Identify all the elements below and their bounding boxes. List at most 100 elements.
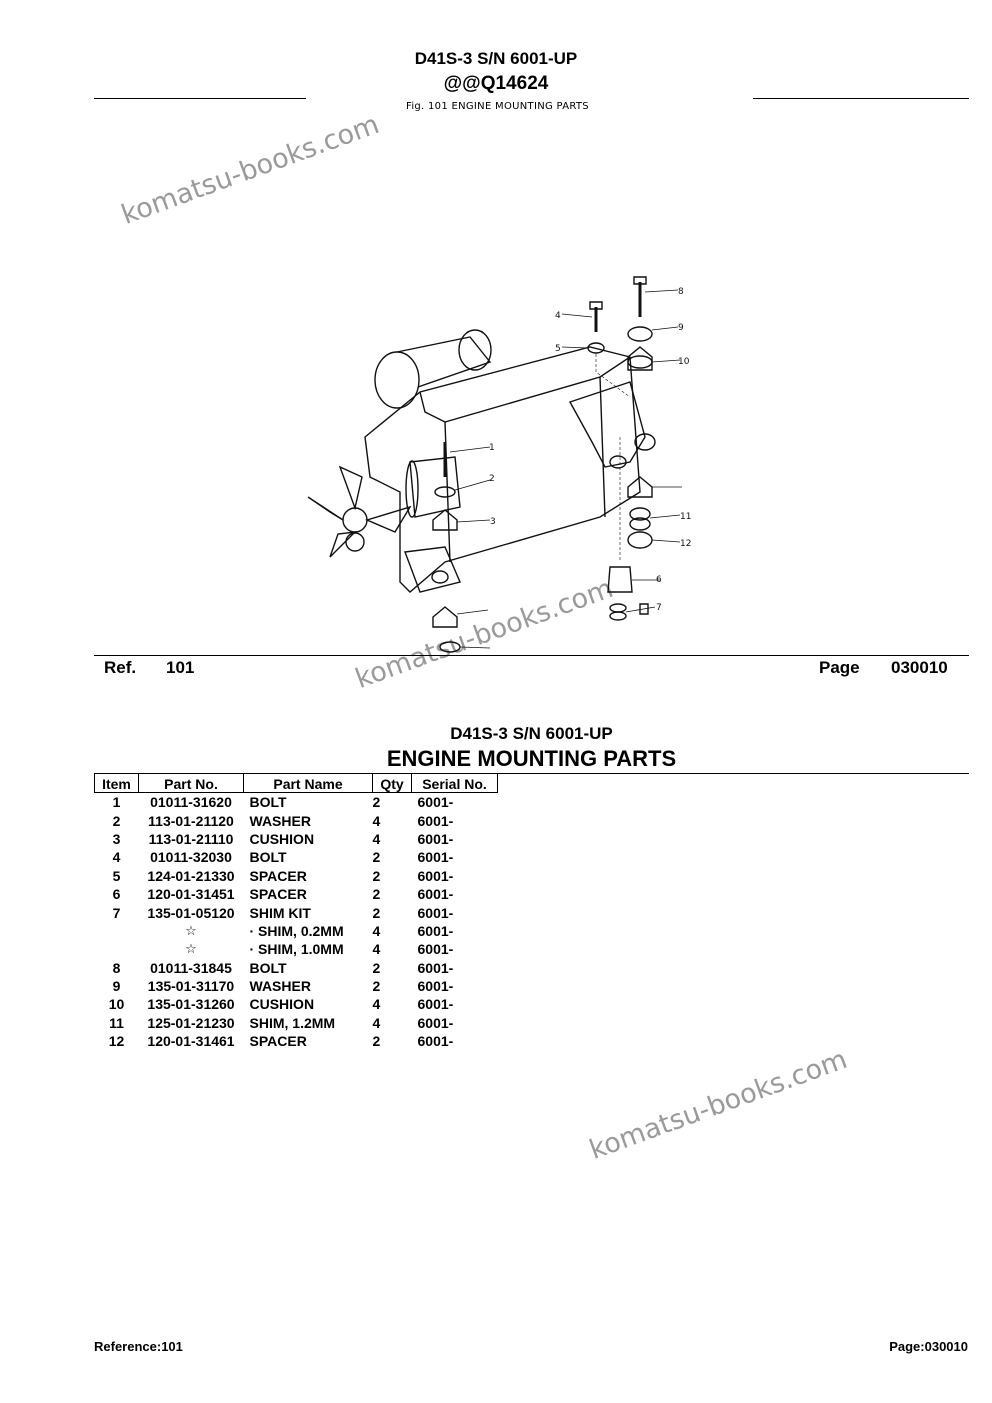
- cell-qty: 4: [372, 941, 381, 958]
- ref-value: 101: [166, 658, 195, 677]
- cell-part-name: · SHIM, 1.0MM: [249, 941, 344, 958]
- cell-part-name: WASHER: [249, 978, 311, 995]
- table-row: 10 135-01-31260 CUSHION 4 6001-: [95, 995, 498, 1013]
- cell-item: [95, 922, 139, 940]
- footer-reference: Reference:101: [94, 1339, 183, 1354]
- callout-label: 2: [489, 474, 495, 484]
- cell-part-name: SPACER: [249, 886, 307, 903]
- col-header-item: Item: [94, 773, 139, 793]
- cell-qty: 4: [372, 1014, 381, 1031]
- cell-item: 7: [112, 904, 121, 921]
- table-row: 7 135-01-05120 SHIM KIT 2 6001-: [95, 903, 498, 921]
- cell-part-name: CUSHION: [249, 830, 315, 847]
- col-header-part-name: Part Name: [243, 773, 373, 793]
- cell-part-no: 01011-31620: [150, 794, 232, 811]
- callout-label: 4: [555, 311, 561, 321]
- table-row: ☆ · SHIM, 1.0MM 4 6001-: [95, 940, 498, 958]
- cell-item: 3: [112, 830, 121, 847]
- cell-serial: 6001-: [417, 996, 454, 1013]
- cell-qty: 4: [372, 922, 381, 939]
- cell-part-name: SPACER: [249, 1033, 307, 1050]
- cell-part-name: BOLT: [249, 794, 287, 811]
- cell-part-no: 120-01-31451: [147, 886, 235, 903]
- cell-qty: 2: [372, 904, 381, 921]
- cell-qty: 2: [372, 1033, 381, 1050]
- cell-part-no: 125-01-21230: [147, 1014, 235, 1031]
- cell-serial: 6001-: [417, 794, 454, 811]
- cell-part-no: 113-01-21120: [148, 812, 234, 829]
- cell-serial: 6001-: [417, 867, 454, 884]
- cell-part-no: 120-01-31461: [147, 1033, 235, 1050]
- cell-qty: 4: [372, 996, 381, 1013]
- cell-item: 1: [112, 794, 121, 811]
- cell-serial: 6001-: [417, 1014, 454, 1031]
- ref-label: Ref.: [104, 658, 137, 677]
- cell-part-name: BOLT: [249, 959, 287, 976]
- cell-serial: 6001-: [417, 886, 454, 903]
- cell-part-no: 135-01-05120: [147, 904, 235, 921]
- col-header-part-no: Part No.: [138, 773, 244, 793]
- cell-serial: 6001-: [417, 978, 454, 995]
- cell-item: 10: [108, 996, 125, 1013]
- callout-label: 9: [678, 323, 684, 333]
- cell-part-name: BOLT: [249, 849, 287, 866]
- cell-serial: 6001-: [417, 959, 454, 976]
- cell-part-no: ☆: [185, 941, 197, 957]
- cell-item: 2: [112, 812, 121, 829]
- watermark: komatsu-books.com: [117, 108, 384, 231]
- callout-label: 1: [489, 443, 495, 453]
- cell-part-name: · SHIM, 0.2MM: [249, 922, 344, 939]
- section-model: D41S-3 S/N 6001-UP: [450, 724, 613, 743]
- cell-part-name: SHIM, 1.2MM: [249, 1014, 336, 1031]
- header-model: D41S-3 S/N 6001-UP: [414, 49, 578, 68]
- cell-serial: 6001-: [417, 941, 454, 958]
- cell-part-no: 01011-32030: [150, 849, 232, 866]
- footer-page: Page:030010: [889, 1339, 968, 1354]
- cell-part-no: 135-01-31170: [147, 978, 235, 995]
- cell-part-name: SPACER: [249, 867, 307, 884]
- cell-qty: 2: [372, 794, 381, 811]
- section-title: ENGINE MOUNTING PARTS: [386, 746, 677, 771]
- col-header-serial-no: Serial No.: [411, 773, 498, 793]
- cell-serial: 6001-: [417, 1033, 454, 1050]
- page-label: Page: [819, 658, 860, 677]
- cell-serial: 6001-: [417, 830, 454, 847]
- cell-part-no: ☆: [185, 922, 197, 938]
- cell-item: [95, 940, 139, 958]
- cell-part-no: 135-01-31260: [147, 996, 235, 1013]
- page-value: 030010: [891, 658, 948, 677]
- cell-serial: 6001-: [417, 922, 454, 939]
- callout-label: 6: [656, 575, 662, 585]
- cell-part-no: 124-01-21330: [147, 867, 235, 884]
- watermark: komatsu-books.com: [585, 1043, 852, 1166]
- cell-part-name: SHIM KIT: [249, 904, 311, 921]
- callout-label: 7: [656, 603, 662, 613]
- cell-item: 5: [112, 867, 121, 884]
- table-row: 1 01011-31620 BOLT 2 6001-: [95, 793, 498, 812]
- cell-qty: 4: [372, 812, 381, 829]
- cell-serial: 6001-: [417, 849, 454, 866]
- callout-label: 5: [555, 344, 561, 354]
- callout-label: 11: [680, 512, 691, 522]
- callout-label: 8: [678, 287, 684, 297]
- cell-item: 4: [112, 849, 121, 866]
- cell-qty: 2: [372, 959, 381, 976]
- cell-serial: 6001-: [417, 904, 454, 921]
- ref-rule: [94, 655, 969, 656]
- header-rule-left: [94, 98, 306, 99]
- parts-table: Item Part No. Part Name Qty Serial No. 1…: [94, 773, 498, 1050]
- callout-label: 12: [680, 539, 691, 549]
- cell-item: 8: [112, 959, 121, 976]
- cell-part-name: CUSHION: [249, 996, 315, 1013]
- engine-mounting-diagram: 1 2 3 4 5 6 7 8 9 10 11 12: [307, 276, 691, 653]
- cell-part-no: 113-01-21110: [148, 830, 234, 847]
